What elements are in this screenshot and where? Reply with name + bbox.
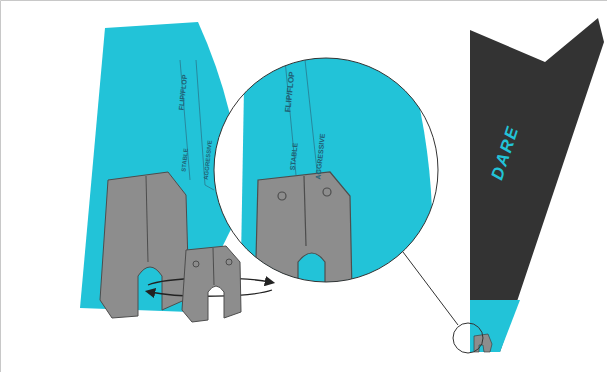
mast bbox=[453, 18, 604, 353]
loose-shim bbox=[148, 246, 272, 322]
